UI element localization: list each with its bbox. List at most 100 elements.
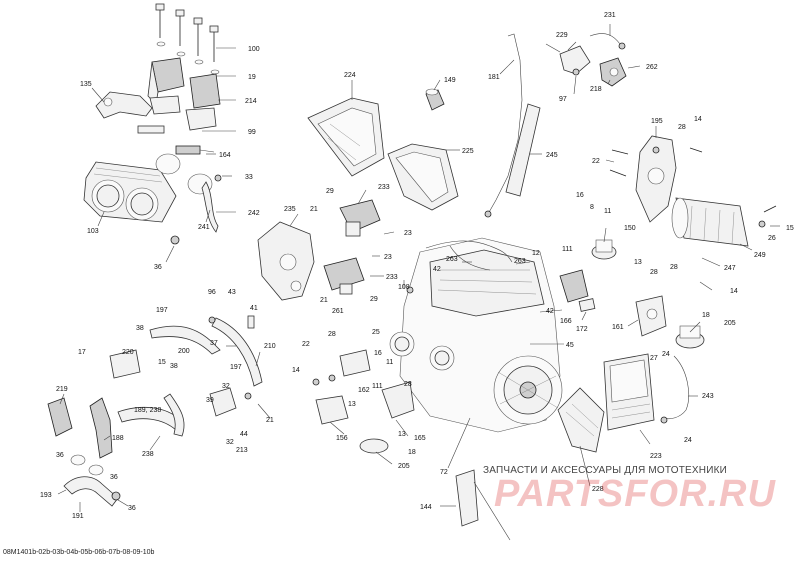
ignition-coil-left [147, 57, 185, 115]
callout-263-right: 263 [514, 258, 526, 265]
callout-15-left: 15 [158, 359, 166, 366]
center-small-bracket [339, 349, 371, 377]
callout-166: 166 [560, 318, 572, 325]
callout-172: 172 [576, 326, 588, 333]
coolant-hose-189-238 [117, 393, 185, 437]
callout-28-right-b: 28 [670, 264, 678, 271]
engine-block-72 [389, 237, 563, 433]
callout-97: 97 [559, 96, 567, 103]
throttle-cable-245 [505, 103, 541, 197]
engine-mount-bracket-235 [257, 221, 315, 301]
callout-24-upper: 24 [662, 351, 670, 358]
callout-181: 181 [488, 74, 500, 81]
callout-193: 193 [40, 492, 52, 499]
callout-43: 43 [228, 289, 236, 296]
callout-103: 103 [87, 228, 99, 235]
callout-42-left: 42 [433, 266, 441, 273]
callout-164: 164 [219, 152, 231, 159]
callout-165: 165 [414, 435, 426, 442]
callout-22: 22 [592, 158, 600, 165]
fuel-rail [95, 91, 153, 119]
callout-27: 27 [650, 355, 658, 362]
breather-hose-242 [201, 174, 222, 233]
starter-bracket-195 [635, 135, 677, 223]
callout-188: 188 [112, 435, 124, 442]
callout-197-mid: 197 [230, 364, 242, 371]
callout-17: 17 [78, 349, 86, 356]
starter-motor-249 [671, 197, 749, 247]
callout-16-mid: 16 [374, 350, 382, 357]
callout-18-lower: 18 [408, 449, 416, 456]
callout-245: 245 [546, 152, 558, 159]
callout-leader-lines [57, 24, 780, 512]
callout-24-lower: 24 [684, 437, 692, 444]
callout-18-right: 18 [702, 312, 710, 319]
callout-144: 144 [420, 504, 432, 511]
callout-262: 262 [646, 64, 658, 71]
callout-13-mid: 13 [348, 401, 356, 408]
callout-228: 228 [592, 486, 604, 493]
throttle-screw [170, 235, 180, 245]
callout-14: 14 [694, 116, 702, 123]
callout-224: 224 [344, 72, 356, 79]
wiring-harness-263 [425, 240, 513, 271]
callout-111-mid: 111 [372, 383, 383, 390]
callout-149: 149 [444, 77, 456, 84]
callout-189-238: 189, 238 [134, 407, 161, 414]
callout-197-top: 197 [156, 307, 168, 314]
callout-37: 37 [210, 340, 218, 347]
sensor-harness-231 [589, 33, 626, 50]
ignition-module-233-upper [339, 199, 381, 237]
callout-39: 39 [206, 397, 214, 404]
engine-mount-205-lower [359, 438, 389, 454]
callout-12: 12 [532, 250, 540, 257]
callout-205-lower: 205 [398, 463, 410, 470]
engine-mount-205-right [675, 325, 705, 349]
callout-11: 11 [604, 208, 611, 215]
callout-111: 111 [562, 246, 573, 253]
ecu-box-223 [603, 353, 655, 431]
callout-28: 28 [678, 124, 686, 131]
watermark-tagline: ЗАПЧАСТИ И АКСЕССУАРЫ ДЛЯ МОТОТЕХНИКИ [483, 465, 728, 476]
callout-195: 195 [651, 118, 663, 125]
callout-235: 235 [284, 206, 296, 213]
callout-14-right: 14 [730, 288, 738, 295]
callout-28-lower: 28 [404, 381, 412, 388]
callout-247: 247 [724, 265, 736, 272]
callout-233-upper: 233 [378, 184, 390, 191]
callout-156: 156 [336, 435, 348, 442]
callout-15: 15 [786, 225, 794, 232]
ecu-bracket-228 [557, 387, 605, 453]
water-pump-219 [47, 397, 73, 437]
engine-mount-150 [591, 239, 617, 260]
callout-14-mid: 14 [292, 367, 300, 374]
watermark-logo: PARTSFOR.RU [494, 473, 776, 515]
callout-214: 214 [245, 98, 257, 105]
callout-23-lower: 23 [384, 254, 392, 261]
callout-45: 45 [566, 342, 574, 349]
callout-220: 220 [122, 349, 134, 356]
starter-bolts [609, 147, 777, 228]
callout-29-lower: 29 [370, 296, 378, 303]
callout-241: 241 [198, 224, 210, 231]
callout-38-top: 38 [136, 325, 144, 332]
callout-219: 219 [56, 386, 68, 393]
callout-36: 36 [154, 264, 162, 271]
callout-72: 72 [440, 469, 448, 476]
callout-13-lower: 13 [398, 431, 406, 438]
thermostat-housing-220 [109, 349, 141, 379]
callout-41: 41 [250, 305, 258, 312]
callout-263-left: 263 [446, 256, 458, 263]
engine-mount-161 [635, 295, 667, 337]
callout-36-b: 36 [110, 474, 118, 481]
ignition-coil-bolts [155, 3, 220, 75]
small-hardware [208, 286, 414, 400]
callout-23-upper: 23 [404, 230, 412, 237]
oil-dipstick-144 [455, 469, 511, 541]
callout-261: 261 [332, 308, 344, 315]
callout-11-mid: 11 [386, 359, 393, 366]
coolant-hose-188 [89, 397, 113, 459]
callout-21-mid: 21 [320, 297, 328, 304]
air-intake-cover-224 [307, 97, 385, 177]
callout-249: 249 [754, 252, 766, 259]
